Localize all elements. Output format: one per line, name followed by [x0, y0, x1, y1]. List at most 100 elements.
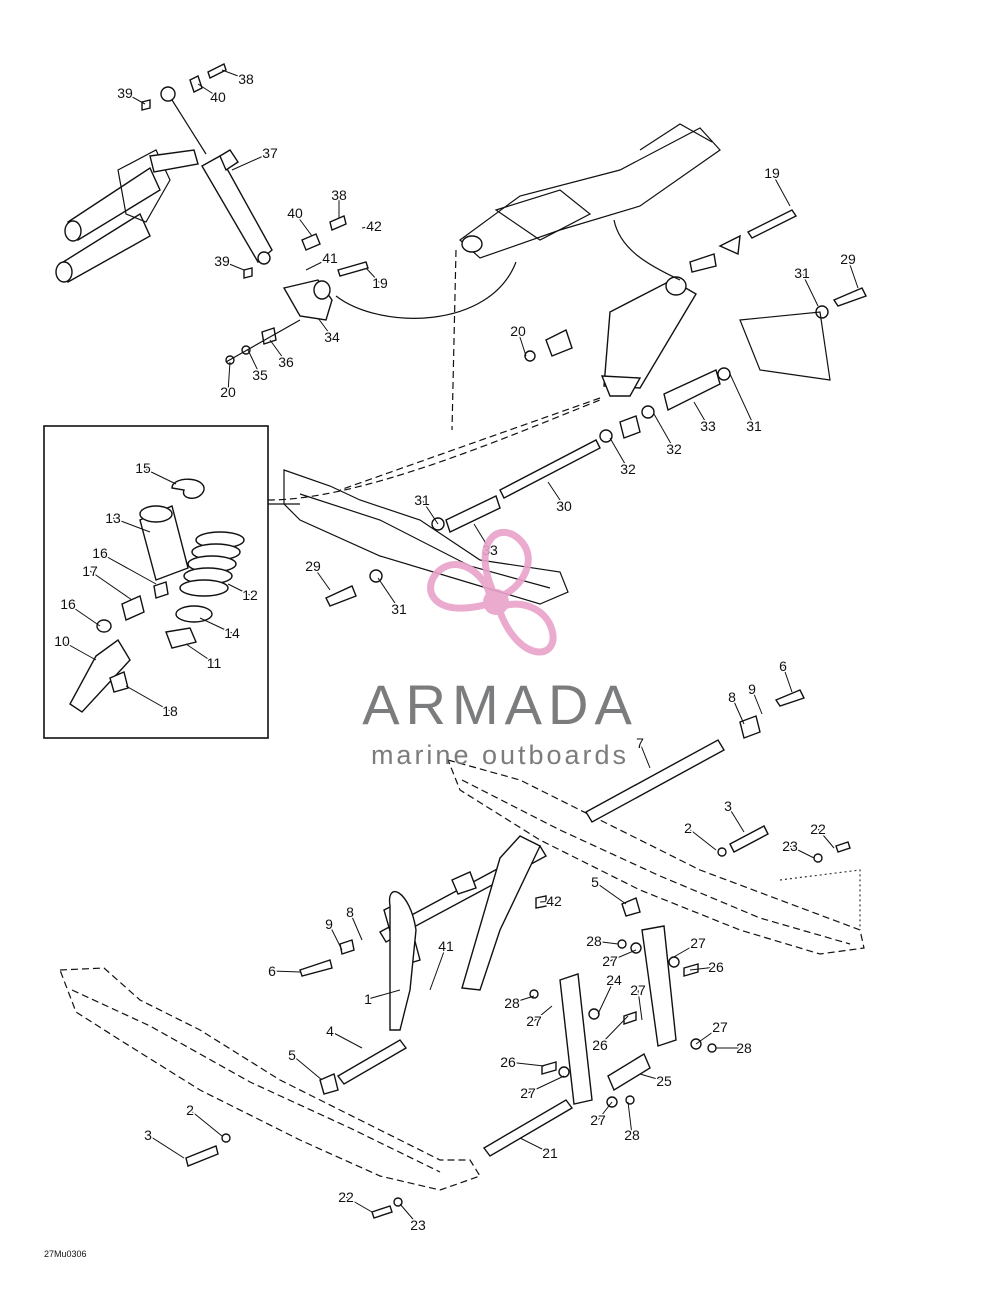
leader-line-c23a: [789, 845, 815, 859]
callout-c12: 12: [242, 587, 258, 603]
callout-c20b: 20: [510, 323, 526, 339]
leader-line-c31a: [801, 272, 819, 307]
callout-c27e: 27: [712, 1019, 728, 1035]
callout-c31d: 31: [391, 601, 407, 617]
leader-line-c27c: [637, 989, 643, 1021]
callout-c22b: 22: [338, 1189, 354, 1205]
leader-line-c36: [269, 339, 287, 363]
leader-line-c27f: [527, 1075, 565, 1094]
callout-c32b: 32: [620, 461, 636, 477]
coil-spring: [179, 531, 245, 597]
leader-line-c29a: [847, 258, 859, 289]
leader-line-c11: [185, 643, 215, 664]
leader-line-c17: [89, 570, 133, 601]
leader-line-c30: [547, 481, 565, 507]
leader-line-c28a: [593, 940, 619, 945]
callout-c8a: 8: [728, 689, 736, 705]
leader-line-c23b: [399, 1203, 419, 1226]
callout-c26b: 26: [592, 1037, 608, 1053]
leader-line-c6a: [782, 665, 793, 693]
callout-c28b: 28: [504, 995, 520, 1011]
callout-c31a: 31: [794, 265, 810, 281]
callout-c27d: 27: [526, 1013, 542, 1029]
callout-c3b: 3: [144, 1127, 152, 1143]
callout-c1: 1: [364, 991, 372, 1007]
callout-c20a: 20: [220, 384, 236, 400]
callout-c6a: 6: [779, 658, 787, 674]
brand-name: ARMADA: [362, 673, 638, 736]
callout-c27b: 27: [602, 953, 618, 969]
callout-c41a: 41: [322, 250, 338, 266]
leader-line-c22a: [817, 828, 835, 849]
callout-c14: 14: [224, 625, 240, 641]
leader-line-c1: [367, 989, 401, 1000]
leader-line-c35: [247, 349, 261, 376]
callout-c38b: 38: [331, 187, 347, 203]
callout-c40b: 40: [287, 205, 303, 221]
leader-line-c39a: [124, 92, 146, 105]
callout-c25: 25: [656, 1073, 672, 1089]
callout-c11: 11: [207, 655, 222, 671]
callout-c42a: 42: [366, 218, 382, 234]
callout-c5a: 5: [591, 874, 599, 890]
callout-c29a: 29: [840, 251, 856, 267]
leader-line-c16a: [99, 552, 157, 585]
callout-c28c: 28: [736, 1040, 752, 1056]
leader-line-c4: [329, 1030, 363, 1049]
leader-line-c3b: [147, 1134, 185, 1159]
rear-shock-assembly: [325, 123, 867, 607]
callout-c2b: 2: [186, 1102, 194, 1118]
callout-c15: 15: [135, 460, 151, 476]
leader-line-c34: [317, 317, 333, 338]
callout-c28d: 28: [624, 1127, 640, 1143]
callout-c28a: 28: [586, 933, 602, 949]
leader-line-c14: [199, 617, 233, 634]
callout-c10: 10: [54, 633, 70, 649]
leader-line-c39b: [221, 260, 245, 271]
leader-line-c16b: [67, 603, 101, 627]
leader-line-c27d: [533, 1005, 553, 1022]
callout-c39a: 39: [117, 85, 133, 101]
callout-c19a: 19: [372, 275, 388, 291]
leader-line-c26b: [599, 1015, 629, 1046]
callout-c30: 30: [556, 498, 572, 514]
leader-line-c26a: [689, 966, 717, 971]
front-shock-assembly: [55, 63, 369, 365]
leader-line-c26c: [507, 1061, 545, 1067]
leader-line-c41b: [429, 945, 447, 991]
assembly-arrow: [335, 261, 517, 319]
callout-c26a: 26: [708, 959, 724, 975]
callout-c40a: 40: [210, 89, 226, 105]
leader-line-c2a: [687, 827, 717, 851]
leader-line-c18: [125, 685, 171, 712]
leader-line-c15: [142, 467, 177, 485]
callout-c9b: 9: [325, 916, 333, 932]
callout-c7: 7: [636, 735, 644, 751]
leader-line-c40a: [197, 83, 219, 98]
leader-line-c19b: [771, 172, 791, 207]
callout-c27g: 27: [590, 1112, 606, 1128]
leader-line-c42b: [539, 900, 555, 903]
callout-c27c: 27: [630, 982, 646, 998]
propeller-logo: [427, 528, 557, 656]
callout-c16a: 16: [92, 545, 108, 561]
callout-c33a: 33: [700, 418, 716, 434]
leader-line-c40b: [294, 212, 313, 237]
leader-line-c32a: [653, 413, 675, 450]
callout-c34: 34: [324, 329, 340, 345]
callout-c24: 24: [606, 972, 622, 988]
leader-line-c33a: [693, 401, 709, 427]
callout-c39b: 39: [214, 253, 230, 269]
callout-c18: 18: [162, 703, 178, 719]
leader-line-c28d: [627, 1101, 633, 1136]
callout-c27f: 27: [520, 1085, 536, 1101]
leader-line-c7: [639, 742, 651, 769]
leader-line-c10: [61, 640, 97, 661]
leader-line-c37: [231, 152, 271, 171]
callout-c8b: 8: [346, 904, 354, 920]
leader-line-c5b: [291, 1054, 323, 1081]
callout-c41b: 41: [438, 938, 454, 954]
